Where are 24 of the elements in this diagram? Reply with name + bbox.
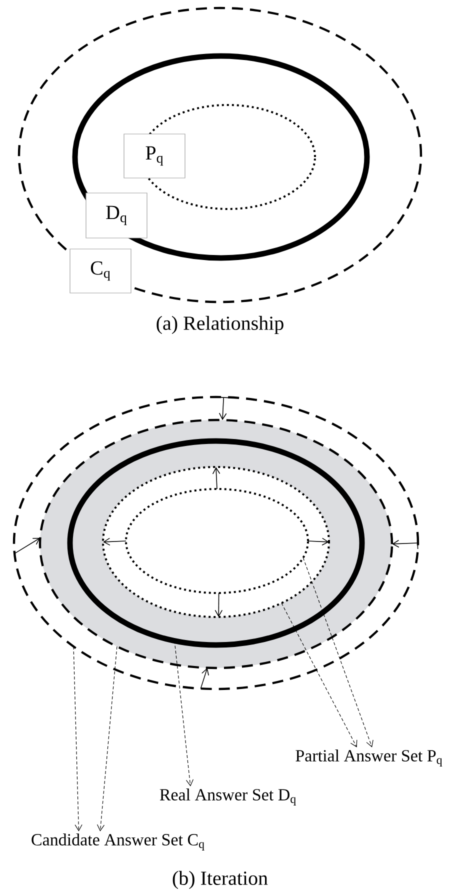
leader-line <box>73 646 82 832</box>
caption: (b) Iteration <box>172 870 268 890</box>
arrow <box>217 396 230 420</box>
arrow <box>214 592 223 617</box>
set-label: Partial Answer Set P$_{q}$ <box>296 750 442 766</box>
arrow <box>103 538 126 546</box>
set-label: Real Answer Set D$_{q}$ <box>160 788 296 806</box>
label-box: D$_{q}$ <box>86 192 148 238</box>
arrow <box>212 467 220 490</box>
leader-line <box>281 602 358 748</box>
dashed-ellipse <box>12 396 420 690</box>
dotted-ellipse <box>102 466 330 618</box>
leader-line <box>302 557 374 748</box>
arrow <box>392 536 418 550</box>
solid-ellipse <box>67 438 365 648</box>
label-box: C$_{q}$ <box>70 248 132 294</box>
leader-line <box>96 646 118 832</box>
arrow <box>308 538 329 546</box>
set-label: Candidate Answer Set C$_{q}$ <box>32 834 204 850</box>
dotted-ellipse <box>125 488 309 594</box>
caption: (a) Relationship <box>156 316 284 334</box>
label-box: P$_{q}$ <box>124 134 186 178</box>
arrow <box>14 538 40 554</box>
arrow <box>200 668 209 689</box>
